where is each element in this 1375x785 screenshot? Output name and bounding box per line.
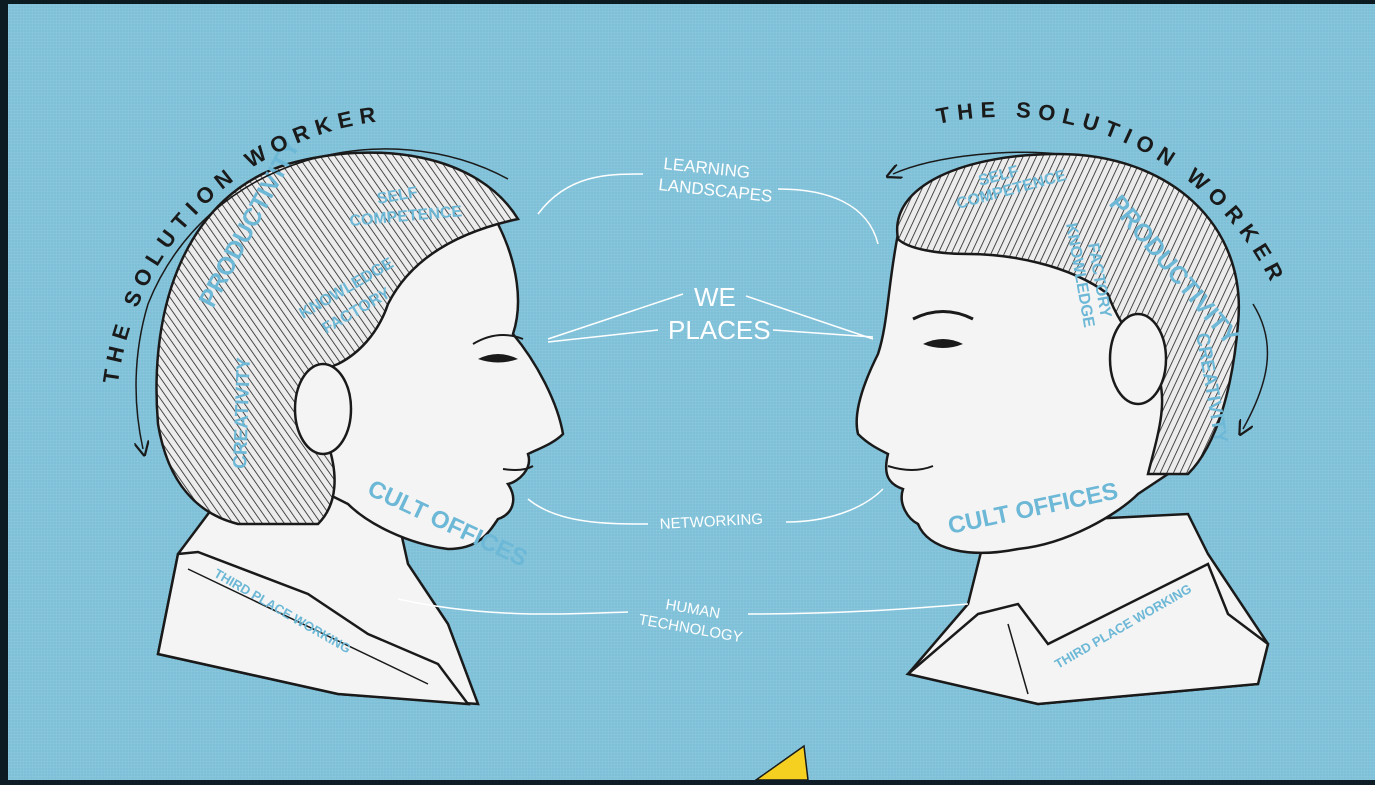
connector-learning-left (538, 174, 643, 214)
solution-worker-illustration: PRODUCTIVITY SELF COMPETENCE KNOWLEDGE F… (8, 4, 1375, 780)
connector-networking-right (786, 489, 883, 522)
label-networking: NETWORKING (659, 511, 763, 533)
connector-we-left-a (548, 294, 683, 339)
label-landscapes: LANDSCAPES (658, 175, 774, 206)
right-head: SELF COMPETENCE PRODUCTIVITY KNOWLEDGE F… (857, 97, 1292, 704)
label-places: PLACES (668, 315, 771, 345)
left-ear (295, 364, 351, 454)
pointer-cursor-icon (756, 746, 808, 780)
illustration-panel: PRODUCTIVITY SELF COMPETENCE KNOWLEDGE F… (8, 4, 1375, 780)
left-head: PRODUCTIVITY SELF COMPETENCE KNOWLEDGE F… (98, 101, 563, 704)
connector-learning-right (778, 189, 878, 244)
left-label-creativity: CREATIVITY (230, 357, 255, 470)
connector-we-left-b (548, 330, 658, 342)
connector-labels: LEARNING LANDSCAPES WE PLACES NETWORKING… (637, 154, 773, 646)
connector-human-right (748, 604, 968, 614)
right-ear (1110, 314, 1166, 404)
connector-networking-left (528, 499, 648, 524)
label-we: WE (694, 282, 736, 312)
